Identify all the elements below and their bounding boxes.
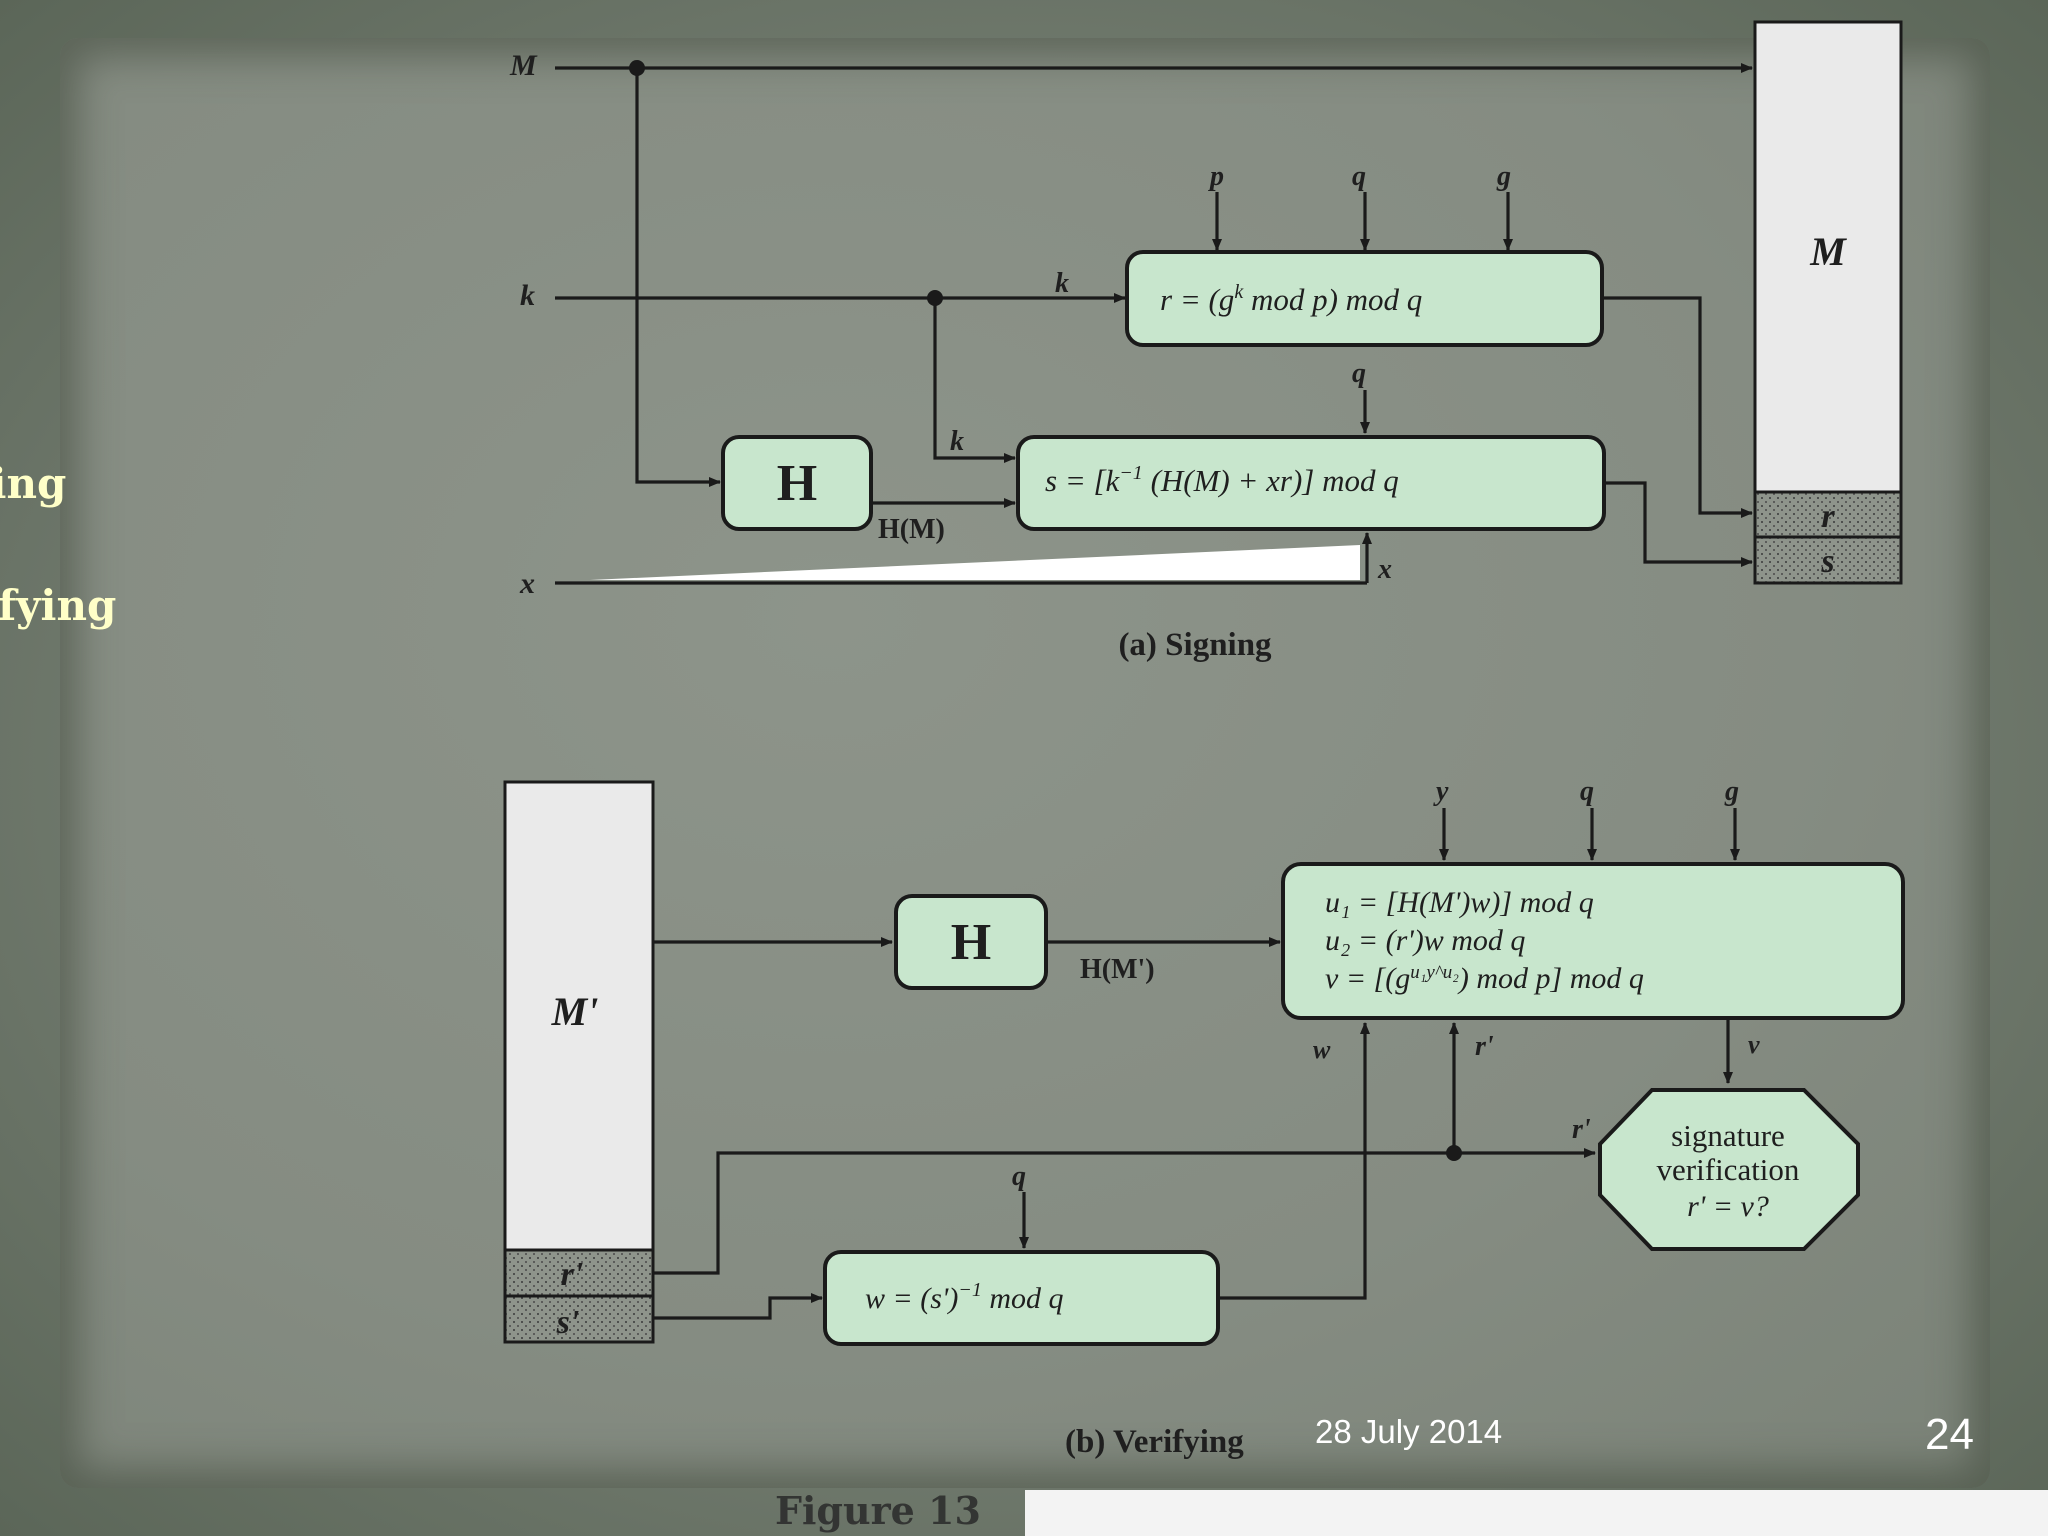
verifying-check-line-1: signature	[1671, 1118, 1785, 1153]
verifying-check-line-3: r' = v?	[1687, 1190, 1769, 1223]
verifying-w-box	[823, 1250, 1220, 1346]
verifying-w-label: w	[1313, 1035, 1331, 1064]
verifying-diagram: M' r' s' H H(M') y q g u₁ = [H(M')w)] mo…	[503, 776, 1905, 1460]
signing-m-to-hash-arrow	[635, 68, 721, 487]
verifying-v-formula: v = [(gu₁y^u₂) mod p] mod q	[1325, 962, 1644, 995]
signing-x-s-label: x	[1377, 554, 1392, 585]
signing-diagram: M k x k k p q g r = (gk mod p) mod q q H…	[509, 20, 1903, 663]
side-title-line-2: ning	[0, 459, 67, 508]
signing-output-message-block	[1753, 20, 1903, 494]
verifying-hash-output-label: H(M')	[1080, 954, 1155, 985]
signing-hash-box	[721, 435, 873, 531]
verifying-u-v-box	[1281, 862, 1905, 1020]
signing-p-label: p	[1208, 161, 1224, 192]
signing-output-s-block	[1753, 535, 1903, 585]
side-title: A ning d rifying	[0, 392, 160, 636]
signing-output-s-label: s	[1820, 543, 1834, 580]
verifying-hash-label: H	[951, 914, 991, 971]
verifying-q-w-label: q	[1012, 1161, 1026, 1192]
signing-output-r-block	[1753, 490, 1903, 539]
verifying-u2-formula: u₂ = (r')w mod q	[1325, 924, 1525, 957]
signing-s-formula: s = [k−1 (H(M) + xr)] mod q	[1045, 462, 1399, 498]
signing-q2-label: q	[1352, 358, 1366, 389]
verifying-r-line-arrow	[653, 1148, 1596, 1275]
side-title-line-4: rifying	[0, 581, 117, 630]
figure-caption: Figure 13	[775, 1488, 981, 1533]
verifying-g-label: g	[1724, 776, 1739, 807]
signing-output-m-label: M	[1809, 229, 1847, 274]
verifying-signature-check-octagon	[1598, 1088, 1860, 1251]
signing-r-formula: r = (gk mod p) mod q	[1160, 281, 1422, 317]
signing-k-to-s-arrow	[933, 298, 1016, 463]
signing-hash-label: H	[777, 455, 817, 512]
verifying-input-s-block	[503, 1294, 655, 1344]
verifying-r-label-2: r'	[1572, 1114, 1591, 1145]
signing-g-label: g	[1496, 161, 1511, 192]
signing-output-r-label: r	[1821, 498, 1835, 535]
signing-x-wedge	[590, 545, 1360, 580]
verifying-input-r-block	[503, 1248, 655, 1298]
signing-caption: (a) Signing	[1118, 627, 1272, 663]
signing-input-k-label: k	[520, 279, 535, 312]
verifying-u1-formula: u₁ = [H(M')w)] mod q	[1325, 886, 1594, 919]
signing-input-m-label: M	[509, 49, 538, 82]
verifying-v-label: v	[1748, 1030, 1760, 1059]
verifying-caption: (b) Verifying	[1065, 1424, 1244, 1460]
verifying-input-m-label: M'	[551, 989, 599, 1034]
signing-input-x-label: x	[519, 567, 535, 600]
signing-q-label: q	[1352, 161, 1366, 192]
verifying-y-label: y	[1433, 776, 1449, 807]
signing-hash-output-label: H(M)	[878, 514, 945, 545]
verifying-w-to-u-arrow	[1218, 1022, 1370, 1300]
verifying-w-formula: w = (s')−1 mod q	[865, 1279, 1064, 1315]
verifying-check-line-2: verification	[1657, 1152, 1800, 1187]
verifying-input-s-label: s'	[556, 1304, 580, 1341]
verifying-r-junction	[1446, 1145, 1462, 1161]
bottom-white-strip	[1025, 1490, 2048, 1536]
signing-k-s-label: k	[950, 426, 964, 457]
verifying-input-r-label: r'	[561, 1256, 584, 1293]
footer-date: 28 July 2014	[1315, 1413, 1503, 1450]
verifying-r-label-1: r'	[1475, 1031, 1494, 1062]
verifying-q-label: q	[1580, 776, 1594, 807]
signing-r-output-arrow	[1602, 296, 1753, 518]
verifying-s-to-w-arrow	[653, 1293, 823, 1320]
signing-s-output-arrow	[1604, 481, 1753, 567]
page-number: 24	[1925, 1410, 1974, 1459]
signing-k-r-label: k	[1055, 268, 1069, 299]
